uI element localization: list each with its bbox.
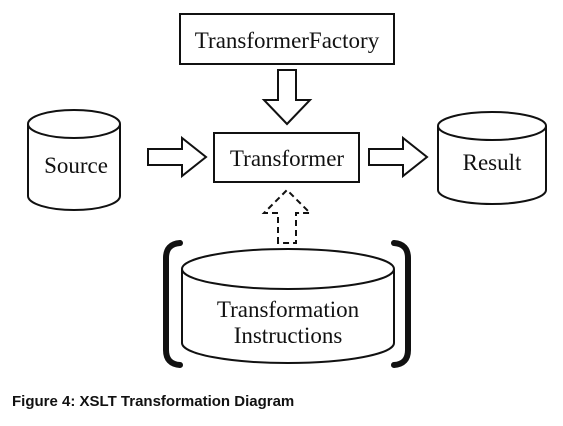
transformer-factory-label: TransformerFactory	[195, 28, 380, 53]
right-bracket	[391, 240, 411, 368]
instructions-label-line2: Instructions	[234, 323, 343, 348]
transformation-instructions-node: Transformation Instructions	[181, 248, 395, 364]
source-label: Source	[44, 153, 108, 178]
result-node: Result	[437, 111, 547, 205]
source-to-transformer-arrow	[147, 135, 208, 179]
result-label: Result	[463, 150, 522, 175]
transformer-label: Transformer	[230, 146, 344, 171]
transformer-node: Transformer	[213, 132, 360, 183]
instructions-to-transformer-arrow	[261, 188, 313, 244]
figure-caption: Figure 4: XSLT Transformation Diagram	[12, 393, 295, 410]
factory-to-transformer-arrow	[261, 69, 313, 126]
transformer-to-result-arrow	[368, 135, 429, 179]
source-node: Source	[27, 109, 121, 211]
instructions-label-line1: Transformation	[217, 297, 360, 322]
left-bracket	[163, 240, 183, 368]
transformer-factory-node: TransformerFactory	[179, 13, 395, 65]
